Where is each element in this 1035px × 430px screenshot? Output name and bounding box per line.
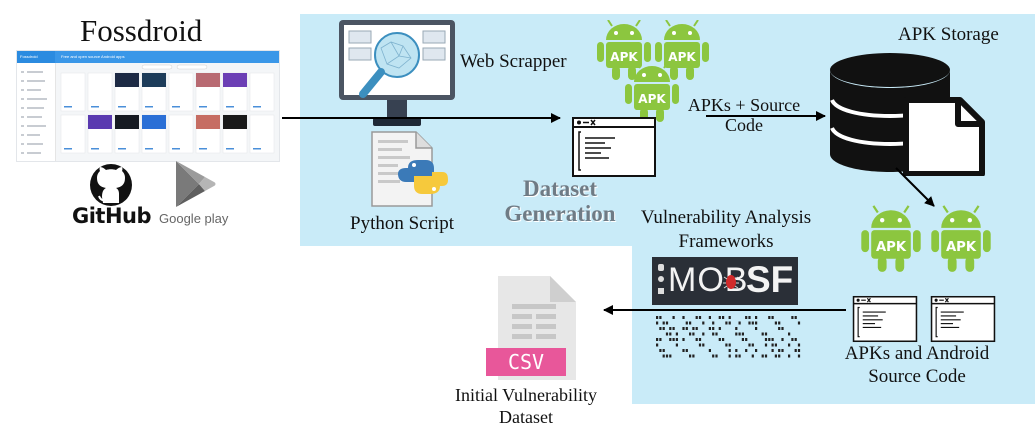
fossdroid-screenshot: Fossdroid Free and open source Android a… [16,50,280,162]
github-label: GitHub [72,204,152,228]
ascii-art-banner [656,316,801,358]
apks-source-line1: APKs + Source [687,95,801,115]
android-apk-icon: APK [861,205,921,272]
github-octocat-icon [90,164,132,206]
web-scrapper-label: Web Scrapper [460,51,567,72]
fossdroid-banner: Free and open source Android apps [61,54,125,59]
apks-android-line2: Source Code [868,365,966,387]
fossdroid-sidebar-header: Fossdroid [17,51,55,63]
apks-source-code-label: APKs + Source Code [683,95,805,136]
fossdroid-app-name: Fossdroid [20,54,38,59]
vuln-frameworks-line2: Frameworks [678,230,774,252]
mobsf-logo: MOB SF [652,257,798,305]
fossdroid-topbar: Free and open source Android apps [55,51,279,63]
fossdroid-sidebar: Fossdroid [17,51,56,161]
initial-vuln-dataset-label: Initial Vulnerability Dataset [448,385,604,428]
dataset-generation-line1: Dataset [522,176,598,201]
apk-badge-text: APK [946,240,977,255]
arrow-storage-to-apks [895,167,935,207]
dataset-generation-title: Dataset Generation [490,176,630,227]
initial-vuln-line1: Initial Vulnerability [454,385,598,405]
android-apk-icon: APK [655,20,709,80]
fossdroid-content [21,64,275,154]
python-script-icon [371,131,448,207]
bug-icon [723,275,739,289]
apks-source-line2: Code [725,114,763,135]
vuln-frameworks-label: Vulnerability Analysis Frameworks [628,207,824,253]
csv-file-icon [486,276,576,380]
apk-badge-text: APK [610,50,638,64]
android-apk-icon: APK [625,62,679,122]
database-storage-icon [830,53,985,176]
apks-android-source-label: APKs and Android Source Code [822,343,1012,388]
android-apk-icon: APK [597,20,651,80]
android-apk-icon: APK [931,205,991,272]
python-script-label: Python Script [350,213,454,234]
source-code-window-icon [930,295,996,343]
initial-vuln-line2: Dataset [499,406,553,427]
mobsf-sf-text: SF [746,259,794,300]
apk-storage-label: APK Storage [898,24,999,45]
vuln-frameworks-line1: Vulnerability Analysis [640,207,812,228]
googleplay-label: Google play [159,211,229,226]
fossdroid-title: Fossdroid [80,13,203,48]
source-code-window-icon [572,117,656,177]
platform-icons [658,264,664,294]
google-play-icon [176,161,216,207]
apk-badge-text: APK [638,92,666,106]
dataset-generation-line2: Generation [504,201,616,227]
web-scrapper-monitor-icon [339,20,455,126]
source-code-window-icon [852,295,918,343]
apks-android-line1: APKs and Android [844,343,990,364]
apk-badge-text: APK [668,50,696,64]
csv-badge-text: CSV [507,350,545,374]
apk-badge-text: APK [876,240,907,255]
